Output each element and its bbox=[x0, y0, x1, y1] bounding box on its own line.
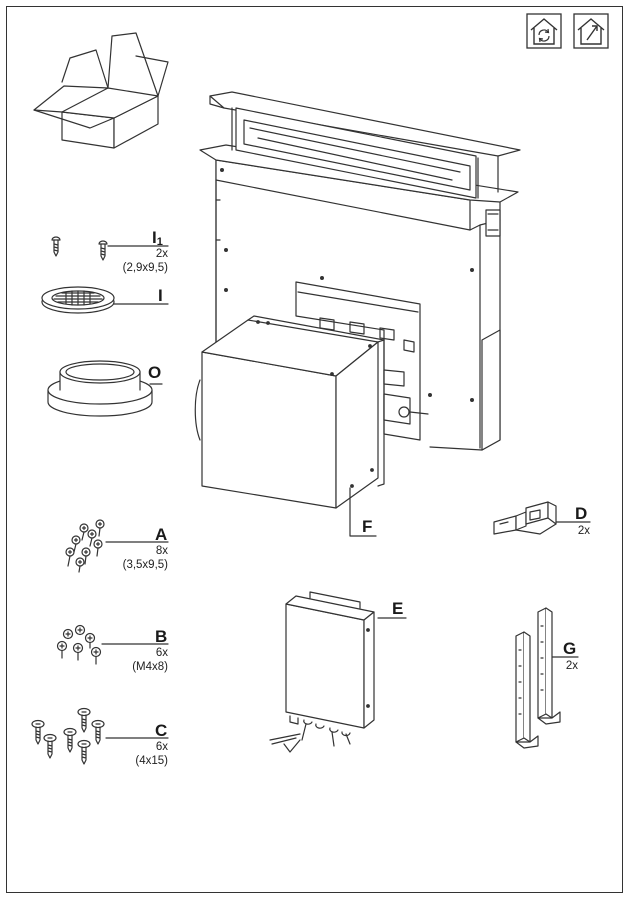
label-i1-qty: 2x bbox=[155, 248, 168, 260]
label-b-qty: 6x bbox=[155, 647, 168, 659]
motor-box-f bbox=[201, 315, 385, 509]
label-d-qty: 2x bbox=[577, 525, 590, 537]
label-a-qty: 8x bbox=[155, 545, 168, 557]
label-g: G bbox=[563, 639, 577, 658]
label-a-size: (3,5x9,5) bbox=[122, 559, 168, 571]
house-exhaust-icon bbox=[573, 13, 609, 49]
label-c: C bbox=[155, 721, 168, 740]
round-grille bbox=[41, 286, 115, 314]
label-i: I bbox=[158, 286, 163, 305]
control-box-e bbox=[269, 591, 375, 753]
label-g-qty: 2x bbox=[565, 660, 578, 672]
downdraft-hood bbox=[194, 91, 521, 451]
rail-g bbox=[515, 607, 561, 749]
screw-a-group bbox=[65, 519, 105, 573]
house-recirculation-icon bbox=[526, 13, 562, 49]
label-b: B bbox=[155, 627, 168, 646]
label-i1-size: (2,9x9,5) bbox=[122, 262, 168, 274]
bracket-d bbox=[493, 501, 557, 535]
screw-c-group bbox=[31, 707, 105, 765]
label-i1: I1 bbox=[152, 228, 163, 248]
page-border bbox=[6, 6, 623, 893]
label-c-qty: 6x bbox=[155, 741, 168, 753]
label-d: D bbox=[575, 504, 588, 523]
label-o: O bbox=[148, 363, 162, 382]
label-e: E bbox=[392, 599, 404, 618]
label-b-size: (M4x8) bbox=[132, 661, 168, 673]
label-a: A bbox=[155, 525, 168, 544]
screw-b-group bbox=[56, 624, 102, 665]
label-c-size: (4x15) bbox=[135, 755, 168, 767]
packaging-box bbox=[33, 32, 169, 149]
screw-i1-group bbox=[51, 236, 108, 261]
leader-f bbox=[349, 487, 377, 537]
duct-spigot bbox=[47, 360, 153, 417]
label-f: F bbox=[362, 517, 373, 536]
